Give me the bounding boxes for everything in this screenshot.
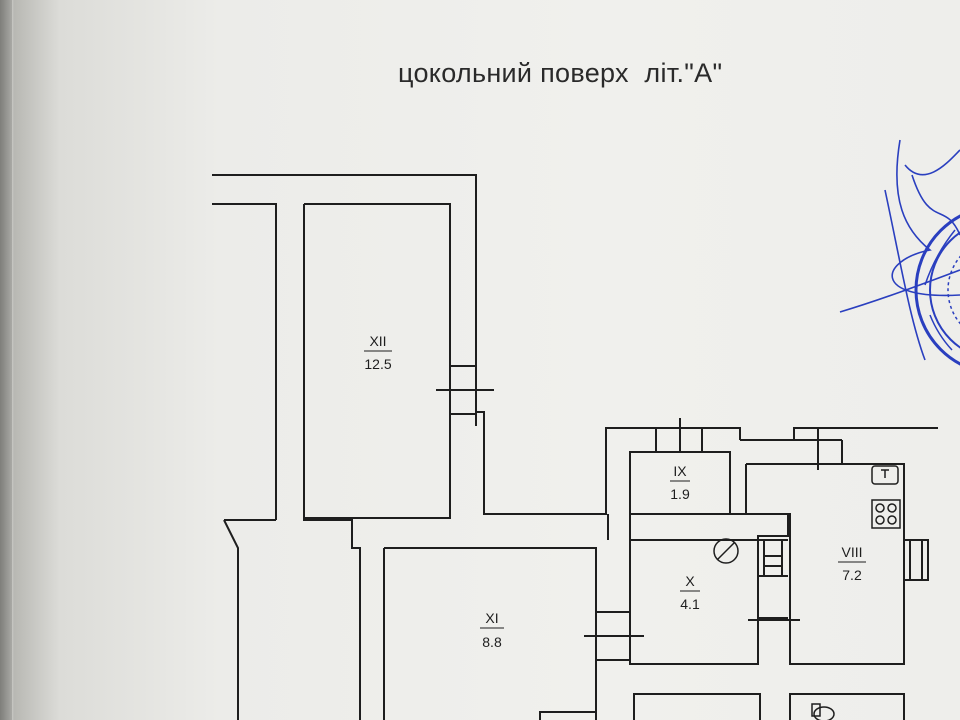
sink-icon: [871, 465, 899, 485]
toilet-icon: [811, 703, 835, 720]
room-id: VIII: [841, 544, 862, 560]
stamp-seal-icon: [914, 214, 960, 366]
wall-west-diagonal: [223, 519, 239, 720]
room-area: 8.8: [482, 634, 502, 650]
plan-walls: [212, 174, 938, 720]
wall-corridor-south: [303, 518, 361, 720]
room-x-outline: [629, 513, 789, 665]
room-xi-label: XI 8.8: [480, 610, 504, 650]
room-xii-outline: [303, 203, 451, 519]
room-area: 7.2: [842, 567, 862, 583]
stove-icon: [871, 499, 901, 529]
wall-top-east: [740, 427, 938, 441]
room-lower-left: [633, 693, 761, 720]
room-id: XII: [369, 333, 386, 349]
page-title: цокольний поверх літ."А": [398, 58, 723, 88]
wall-lower-xi: [539, 711, 596, 720]
viii-window: [904, 539, 929, 581]
room-ix-outline: [629, 451, 731, 515]
wall-corridor-inner: [212, 203, 277, 520]
page-binding-edge: [0, 0, 12, 720]
wall-east-run: [476, 411, 741, 515]
room-x-label: X 4.1: [680, 573, 700, 612]
room-viii-outline: [745, 463, 905, 665]
room-area: 4.1: [680, 596, 700, 612]
room-xi-outline: [384, 547, 597, 720]
room-lower-right: [789, 693, 905, 720]
room-id: IX: [673, 463, 687, 479]
meter-icon: [713, 538, 739, 564]
room-xii-label: XII 12.5: [364, 333, 392, 372]
wall-top-outer: [212, 174, 477, 204]
room-id: XI: [485, 610, 498, 626]
signature-icon: [839, 139, 960, 361]
room-id: X: [685, 573, 695, 589]
room-area: 12.5: [364, 356, 391, 372]
room-area: 1.9: [670, 486, 690, 502]
room-ix-label: IX 1.9: [670, 463, 690, 502]
room-viii-label: VIII 7.2: [838, 544, 866, 583]
